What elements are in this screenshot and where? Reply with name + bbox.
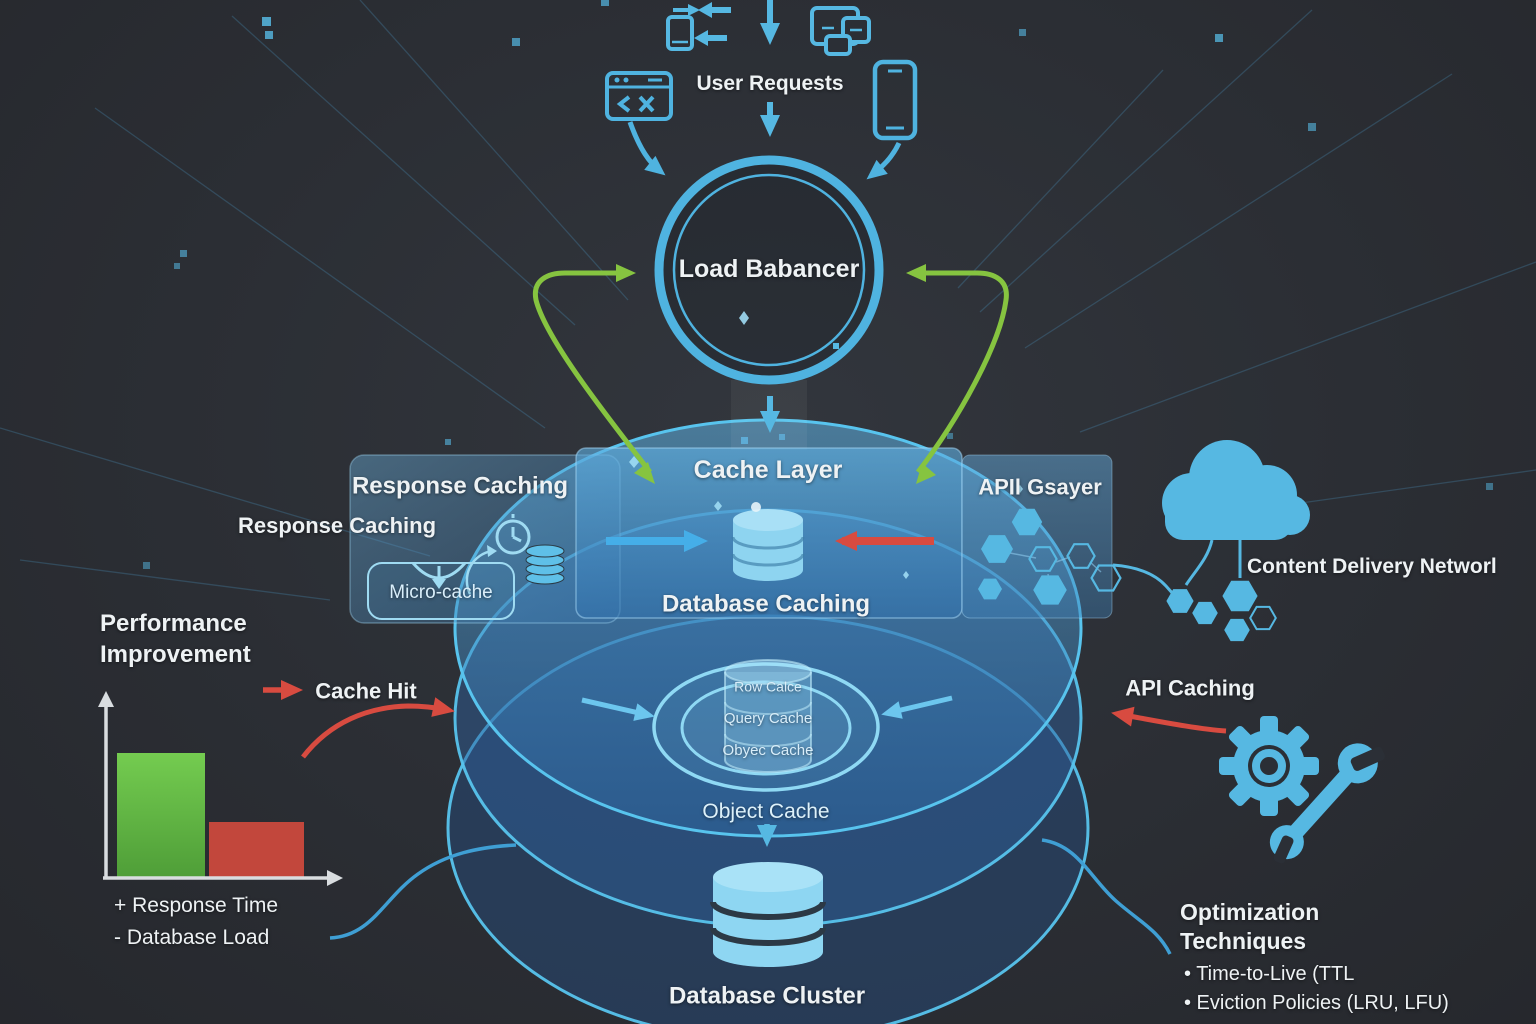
response-caching-title: Response Caching	[351, 472, 569, 500]
cache-layer-box	[575, 447, 963, 619]
cache-cylinder	[724, 659, 812, 773]
load-balancer-label: Load Babancer	[678, 254, 860, 283]
split-arrow-head	[432, 579, 446, 589]
wavy-connectors	[329, 838, 1172, 955]
api-caching-label: API Caching	[1125, 675, 1255, 701]
cache-hit-label: Cache Hit	[315, 678, 417, 704]
cdn-hexagon-cluster	[1112, 539, 1277, 642]
green-flow-arrows	[532, 264, 1009, 474]
bar-red	[209, 822, 304, 877]
micro-cache-box	[367, 562, 515, 620]
disk-arrow-left	[581, 697, 655, 721]
green-head-right	[916, 463, 936, 484]
refresh-arc-icon	[465, 549, 493, 595]
load-balancer-circle	[654, 155, 884, 385]
green-head-left	[634, 462, 655, 484]
cdn-label: Content Delivery Networl	[1247, 555, 1497, 578]
cache-layer-title: Cache Layer	[693, 455, 843, 484]
query-cache-label: Query Cache	[723, 710, 813, 728]
response-caching-outer-label: Response Caching	[238, 513, 437, 538]
performance-title-line1: Performance	[100, 610, 247, 637]
row-cache-label: Row Calce	[734, 678, 802, 695]
micro-cache-label: Micro-cache	[389, 582, 493, 604]
performance-title-line2: Improvement	[100, 641, 251, 668]
response-time-note: + Response Time	[114, 894, 279, 917]
api-gateway-box	[961, 454, 1122, 619]
api-gateway-title: APIl Gsayer	[978, 474, 1102, 500]
background-rays	[0, 0, 1536, 601]
device-sync-icon	[666, 2, 731, 51]
optimization-title-line1: Optimization	[1180, 899, 1320, 925]
phone-to-lb-arrow	[866, 141, 902, 180]
cloud-icon	[1162, 440, 1310, 540]
wrench-icon	[1269, 743, 1385, 864]
coin-stack-icon	[525, 544, 565, 585]
database-icon	[731, 509, 805, 581]
database-caching-label: Database Caching	[661, 590, 871, 618]
hexagon-network-icon	[978, 508, 1122, 605]
sparkles	[629, 311, 1023, 579]
optimization-bullet-eviction: • Eviction Policies (LRU, LFU)	[1184, 992, 1449, 1014]
object-cache-inner-label: Obyec Cache	[722, 742, 814, 760]
gear-icon	[1219, 716, 1319, 816]
response-caching-box	[349, 454, 621, 624]
browser-to-lb-arrow	[627, 121, 666, 176]
api-caching-curve	[1111, 706, 1227, 734]
database-cluster-icon	[710, 862, 826, 967]
database-load-note: - Database Load	[114, 926, 270, 949]
optimization-bullet-ttl: • Time-to-Live (TTL	[1184, 963, 1355, 985]
bar-green	[117, 753, 205, 877]
cache-hit-curve	[301, 697, 455, 759]
browser-window-icon	[605, 71, 673, 121]
smartphone-icon	[872, 59, 918, 141]
object-cache-label: Object Cache	[702, 799, 830, 823]
optimization-title-line2: Techniques	[1180, 928, 1307, 954]
database-cluster-label: Database Cluster	[668, 982, 866, 1010]
clock-icon	[495, 514, 531, 555]
disk-arrow-right	[881, 695, 953, 719]
split-arrow-icon	[411, 562, 467, 580]
devices-stack-icon	[810, 6, 871, 56]
performance-chart	[98, 691, 343, 886]
user-requests-label: User Requests	[696, 71, 844, 95]
